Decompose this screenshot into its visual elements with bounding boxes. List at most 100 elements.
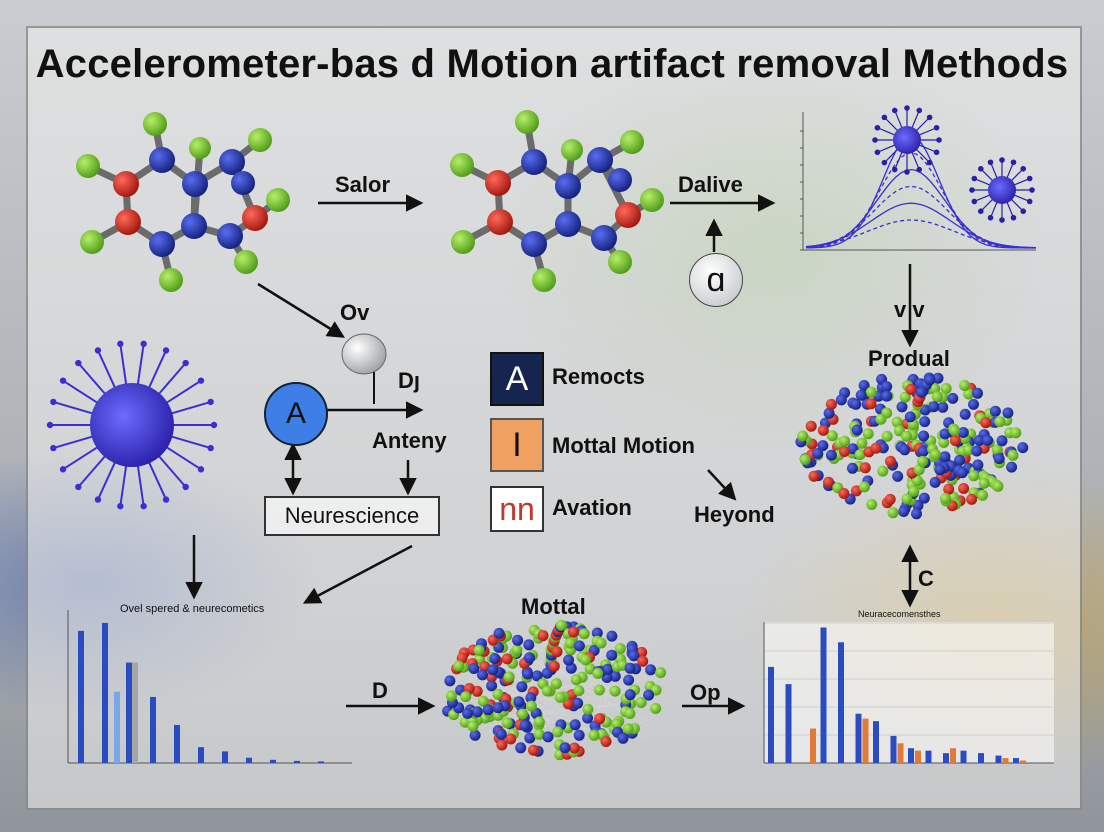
spike-tip [1026,175,1033,182]
node [877,465,889,477]
node [528,744,539,756]
node [963,444,975,456]
spike-tip [75,483,82,491]
node [957,427,969,438]
node [650,703,662,714]
node [992,480,1004,492]
spike-tip [207,398,214,406]
spike-tip [977,165,984,172]
line-series [805,135,1036,249]
node [516,681,528,693]
node [637,655,649,667]
node [847,462,858,474]
spike-tip [891,166,898,173]
bar-chart-left [67,610,352,764]
label-anteny: Anteny [372,428,447,453]
node [602,663,614,675]
node [940,383,952,394]
node [994,416,1006,428]
node [938,437,950,448]
spike-tip [999,217,1005,223]
node [891,416,903,428]
node [937,401,949,413]
node [628,650,640,662]
bar [810,728,816,763]
node [501,717,513,729]
node [501,653,513,665]
node [503,671,515,683]
node [799,454,811,465]
label-op: Op [690,680,721,705]
spike [917,127,937,136]
node [477,669,488,681]
node [865,398,877,410]
spike [877,144,897,153]
node [862,428,874,440]
spike [894,110,903,130]
node [958,483,970,494]
node [932,372,944,384]
spike [877,127,897,136]
node [918,492,930,504]
node [993,453,1005,465]
spike-tip [1020,165,1027,172]
node [517,708,529,720]
label-heyond: Heyond [694,502,775,527]
arrow [707,469,737,501]
node [477,695,489,707]
neurescience-box: Neurescience [264,496,440,536]
node [531,670,543,682]
node [572,697,584,709]
bar [855,713,862,763]
node [588,729,600,741]
spike-tip [891,107,898,114]
spike [980,198,994,212]
node [453,660,465,672]
legend-label-avation: Avation [552,495,632,520]
node [515,742,527,754]
spike-tip [1029,187,1035,193]
node [973,434,985,446]
spike-tip [50,398,57,406]
node [911,508,922,520]
node [643,689,655,701]
node [901,493,913,505]
node [971,445,983,457]
spike-tip [999,157,1005,163]
node [1017,442,1029,454]
node [954,454,966,466]
node [525,700,537,712]
spike [163,444,202,471]
line-series [805,152,1037,249]
node [568,742,580,754]
node [493,627,505,639]
node [823,407,835,419]
bar [114,691,120,763]
node [512,634,524,646]
node [564,637,576,649]
node [939,428,951,440]
node [859,462,871,474]
node [533,728,545,740]
node [469,729,481,741]
spike [915,116,931,132]
node [851,424,863,436]
legend-label-remocts: Remocts [552,364,645,389]
node [839,435,851,447]
spike [77,362,108,397]
alpha-node: ɑ [689,253,743,307]
node [473,644,485,656]
label-d: D [372,678,388,703]
node [812,448,824,459]
node [805,420,817,432]
node [866,499,878,510]
node [606,649,618,661]
spike-tip [1026,198,1033,205]
node [859,481,870,493]
spike [136,462,145,507]
node [892,470,904,482]
spike [917,144,937,153]
bar [978,753,984,763]
node [582,712,594,724]
legend-swatch-remocts: A [490,352,544,406]
